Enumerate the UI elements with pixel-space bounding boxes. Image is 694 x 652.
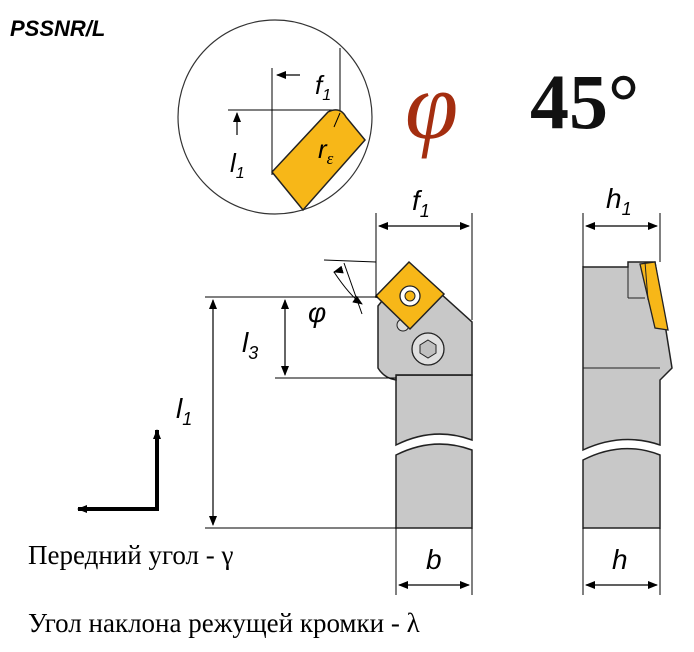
detail-r-label: rε [318,134,334,168]
phi-angle-mark: φ [308,259,377,328]
detail-l-label: l1 [230,148,245,182]
h1-label: h1 [606,183,632,219]
tool-side-view [582,261,673,529]
f1-dimension: f1 [375,185,473,320]
h-label: h [612,544,628,575]
detail-f-label: f1 [315,70,331,104]
l3-dimension: l3 [205,296,396,379]
insert-side [639,261,669,331]
b-label: b [426,544,442,575]
insert-corner-shape [271,109,366,212]
h1-dimension: h1 [582,183,661,267]
rake-angle-legend: Передний угол - γ [28,540,233,570]
f1-label: f1 [412,185,430,221]
orientation-arrows-icon [77,429,161,513]
insert-detail-circle: f1 l1 rε [177,19,373,215]
l3-label: l3 [242,327,258,363]
tool-front-view [374,260,473,529]
l1-label: l1 [176,393,192,429]
b-dimension: b [395,528,473,595]
angle-value: 45° [530,58,639,145]
h-dimension: h [582,528,661,595]
inclination-angle-legend: Угол наклона режущей кромки - λ [28,608,420,638]
tool-code-title: PSSNR/L [10,16,105,41]
angle-symbol: φ [405,52,458,159]
l1-dimension: l1 [176,299,396,529]
phi-label: φ [308,297,326,328]
